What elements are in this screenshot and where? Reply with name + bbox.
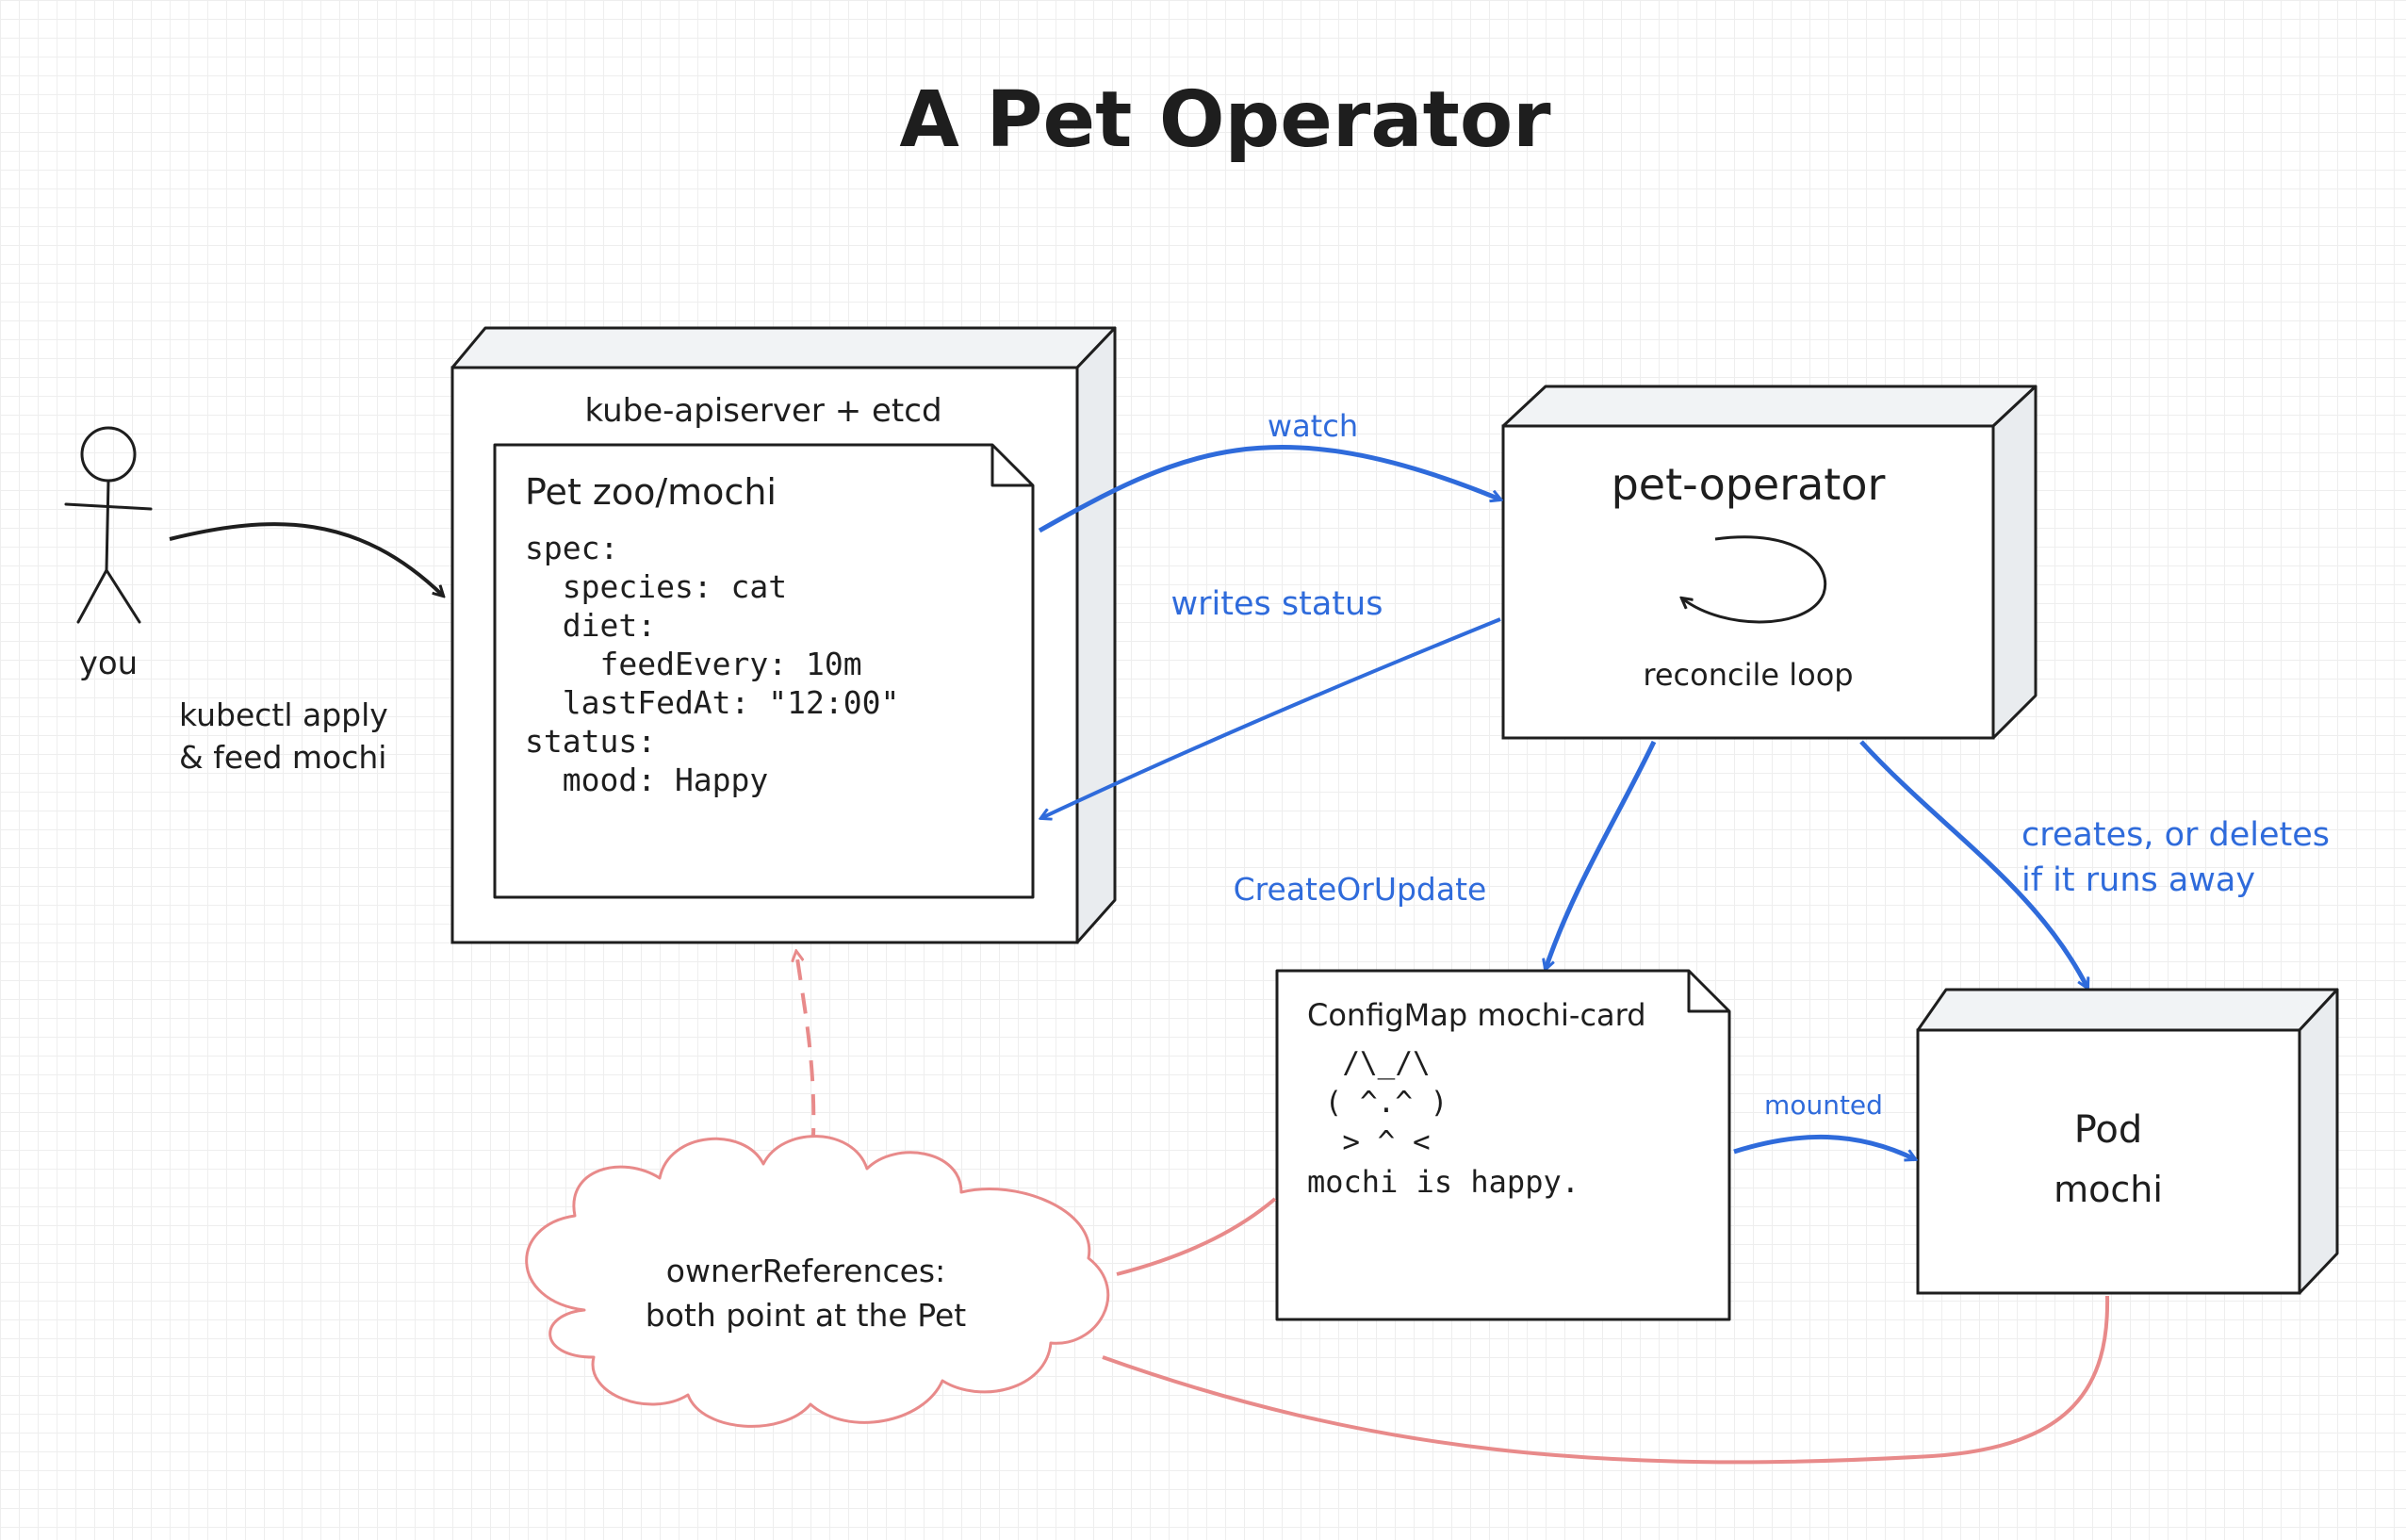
configmap-title: ConfigMap mochi-card <box>1307 997 1646 1033</box>
writes-status-label: writes status <box>1171 585 1383 623</box>
create-or-update-arrow <box>1546 740 1657 969</box>
pod-label-line1: Pod <box>2074 1108 2143 1152</box>
create-or-update-label: CreateOrUpdate <box>1234 871 1487 908</box>
pet-yaml: spec: species: cat diet: feedEvery: 10m … <box>0 0 993 798</box>
configmap-art: /\_/\ ( ^.^ ) > ^ < <box>0 0 1536 1159</box>
owner-ref-pod-line <box>1102 1295 2110 1465</box>
apply-arrow <box>169 522 443 596</box>
creates-deletes-arrow <box>1859 740 2087 988</box>
pet-yaml-line: mood: Happy <box>525 762 768 798</box>
pet-title: Pet zoo/mochi <box>525 471 777 513</box>
creates-deletes-label-line2: if it runs away <box>2021 861 2255 899</box>
pet-yaml-line: feedEvery: 10m <box>525 646 862 682</box>
writes-status-arrow <box>1041 617 1501 818</box>
cat-art-line: /\_/\ <box>1307 1046 1431 1080</box>
user-label: you <box>79 645 138 682</box>
watch-arrow <box>1038 445 1500 533</box>
apiserver-label: kube-apiserver + etcd <box>584 392 941 430</box>
configmap-document <box>1275 969 1731 1321</box>
operator-title: pet-operator <box>1612 459 1886 510</box>
user-stick-figure <box>64 426 153 624</box>
cloud-label-line2: both point at the Pet <box>646 1297 966 1334</box>
reconcile-loop-label: reconcile loop <box>1643 657 1853 693</box>
pet-document <box>493 443 1035 899</box>
pod-label-line2: mochi <box>2054 1169 2163 1210</box>
pet-yaml-line: spec: <box>525 530 618 566</box>
cat-art-line: > ^ < <box>1307 1125 1431 1159</box>
reconcile-loop-icon <box>1682 535 1827 624</box>
configmap-text: mochi is happy. <box>1307 1164 1579 1200</box>
diagram-title: A Pet Operator <box>899 75 1551 165</box>
creates-deletes-label-line1: creates, or deletes <box>2021 816 2330 854</box>
owner-ref-configmap-line <box>1116 1197 1277 1276</box>
pet-yaml-line: diet: <box>525 607 656 644</box>
kubectl-label-line2: & feed mochi <box>179 739 386 776</box>
operator-box <box>1501 385 2038 740</box>
owner-references-cloud <box>525 1135 1110 1428</box>
pet-yaml-line: status: <box>525 723 656 760</box>
cloud-label-line1: ownerReferences: <box>666 1253 945 1289</box>
mounted-arrow <box>1733 1134 1915 1159</box>
pet-yaml-line: species: cat <box>525 568 787 605</box>
cat-art-line: ( ^.^ ) <box>1307 1086 1448 1120</box>
kubectl-label-line1: kubectl apply <box>179 696 388 733</box>
watch-label: watch <box>1268 408 1358 444</box>
mounted-label: mounted <box>1764 1089 1883 1121</box>
pet-yaml-line: lastFedAt: "12:00" <box>525 684 899 721</box>
